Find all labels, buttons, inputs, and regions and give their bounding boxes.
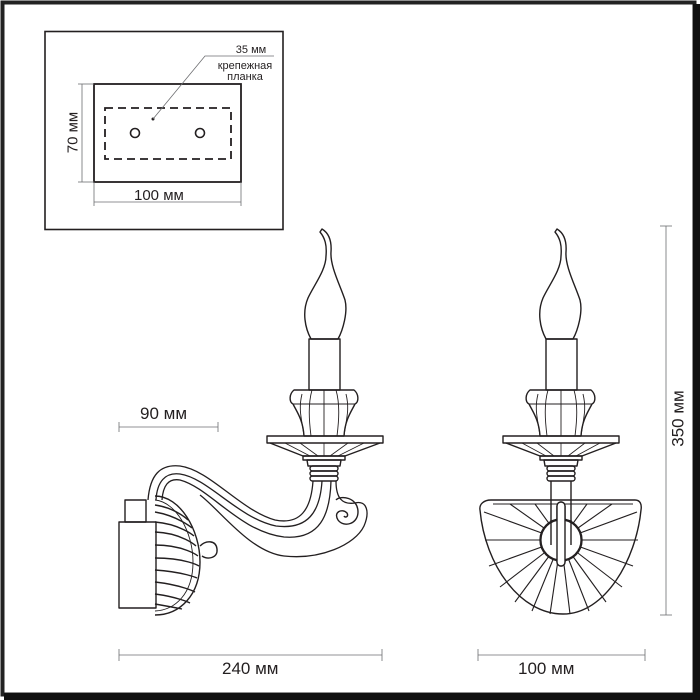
inset-height-label: 70 мм	[64, 111, 82, 154]
front-view-sconce	[477, 225, 672, 661]
side-width-label: 240 мм	[222, 659, 279, 678]
mounting-plate-callout-line2: планка	[227, 71, 263, 83]
front-width-label: 100 мм	[518, 659, 575, 678]
front-height-label: 350 мм	[668, 390, 688, 447]
plate-size-label: 35 мм	[235, 44, 267, 56]
mounting-plate-callout-line1: крепежная	[217, 60, 273, 72]
mounting-plate-inset	[44, 30, 284, 231]
side-depth-label: 90 мм	[140, 404, 188, 423]
inset-width-label: 100 мм	[134, 187, 184, 204]
side-view-sconce	[118, 228, 384, 661]
